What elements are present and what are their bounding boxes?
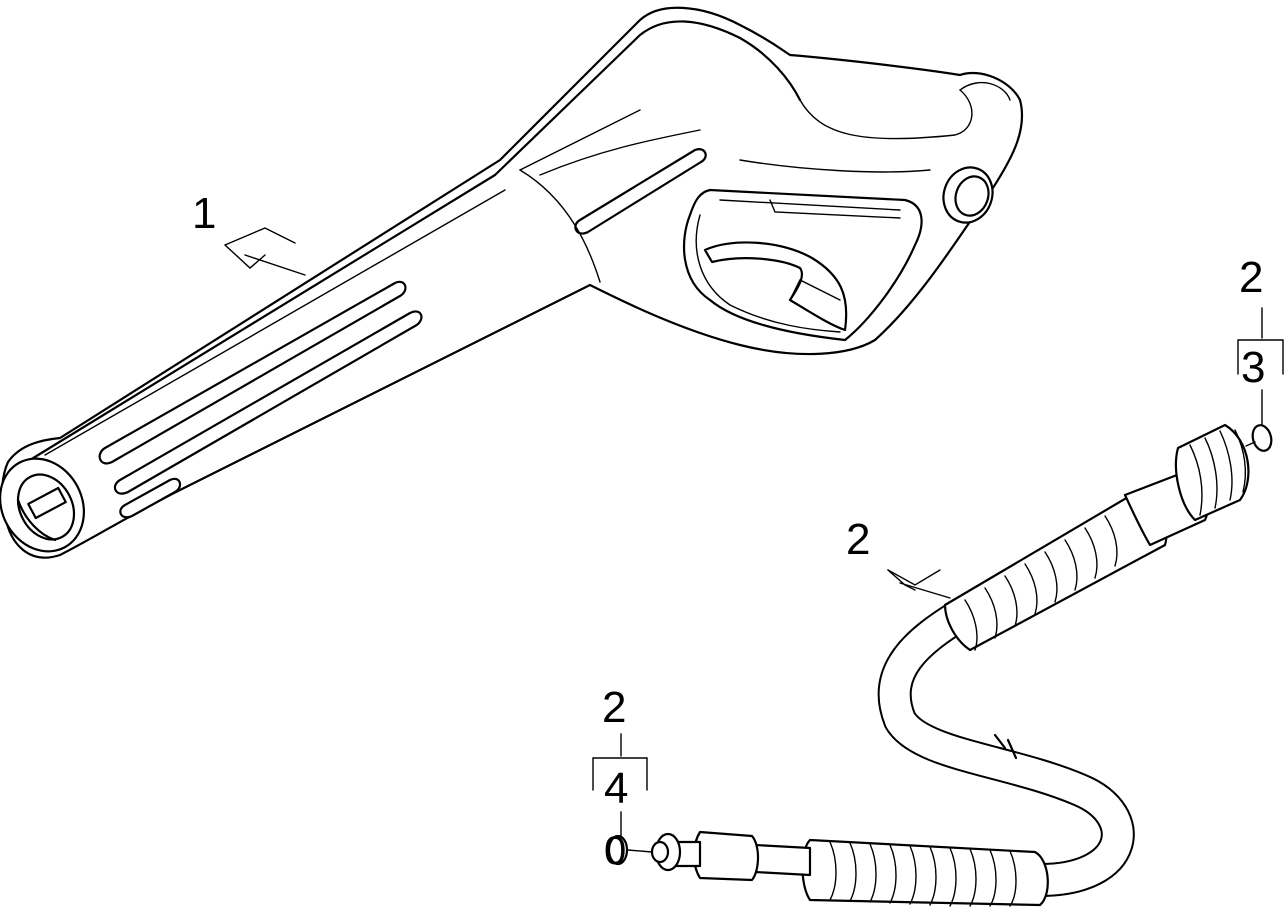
- callout-1: 1: [192, 189, 306, 276]
- o-ring-upper: [1245, 424, 1273, 452]
- hose-fitting-upper: [943, 468, 1209, 652]
- label-3: 3: [1241, 343, 1265, 392]
- nozzle-opening: [0, 457, 85, 553]
- callout-2-3: 2 3: [1237, 253, 1284, 426]
- barrel-slots: [98, 148, 707, 519]
- hose-fitting-lower: [650, 830, 1049, 907]
- high-pressure-hose[interactable]: [607, 423, 1274, 907]
- spray-gun-handle[interactable]: [0, 6, 1024, 566]
- o-ring-glyph-lower: 0: [604, 829, 626, 873]
- trigger[interactable]: [703, 241, 848, 332]
- label-2-bottom: 2: [602, 683, 626, 732]
- hose-nut: [1174, 423, 1250, 522]
- o-ring-lower: [607, 834, 653, 866]
- lock-button[interactable]: [936, 160, 1000, 229]
- callout-2-4: 2 4: [592, 683, 648, 837]
- label-2-right: 2: [1239, 253, 1263, 302]
- label-4: 4: [604, 764, 628, 813]
- label-2-hose: 2: [846, 515, 870, 564]
- label-1: 1: [192, 189, 216, 238]
- callout-2-hose: 2: [846, 515, 951, 599]
